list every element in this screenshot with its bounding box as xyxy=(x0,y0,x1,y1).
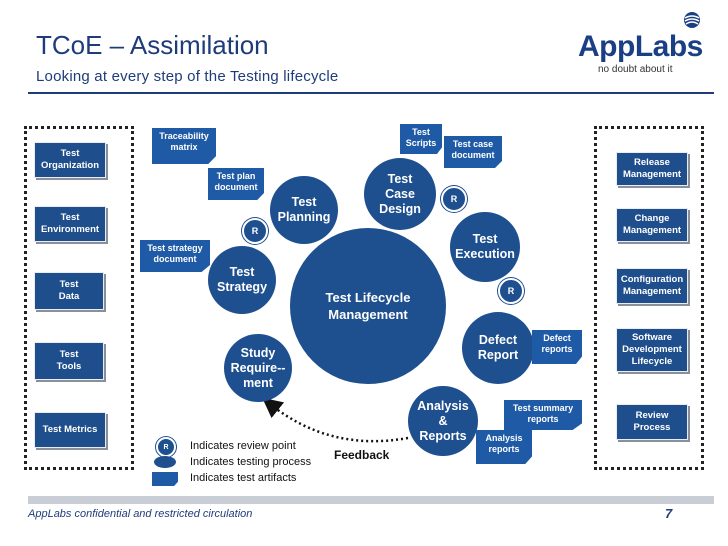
stage-study-requirement: Study Require--ment xyxy=(224,334,292,402)
legend-test-artifacts-label: Indicates test artifacts xyxy=(190,472,297,484)
stage-test-case-design: Test Case Design xyxy=(364,158,436,230)
stage-defect-report: Defect Report xyxy=(462,312,534,384)
artifact-analysis-reports: Analysis reports xyxy=(476,430,532,464)
applabs-logo: AppLabs xyxy=(578,30,703,63)
right-panel xyxy=(594,126,704,470)
right-item-sdlc: Software Development Lifecycle xyxy=(616,328,688,372)
footer-text: AppLabs confidential and restricted circ… xyxy=(28,508,253,520)
left-item-test-metrics: Test Metrics xyxy=(34,412,106,448)
logo-tagline: no doubt about it xyxy=(598,64,673,75)
legend-review-point-icon: R xyxy=(156,437,176,457)
artifact-test-scripts: Test Scripts xyxy=(400,124,442,154)
artifact-test-summary-reports: Test summary reports xyxy=(504,400,582,430)
stage-test-planning: Test Planning xyxy=(270,176,338,244)
stage-analysis-reports: Analysis & Reports xyxy=(408,386,478,456)
header-divider xyxy=(28,92,714,94)
artifact-test-plan-document: Test plan document xyxy=(208,168,264,200)
left-item-test-tools: Test Tools xyxy=(34,342,104,380)
legend-test-artifacts-icon xyxy=(152,472,178,486)
slide-subtitle: Looking at every step of the Testing lif… xyxy=(36,68,339,85)
left-panel xyxy=(24,126,134,470)
right-item-review-process: Review Process xyxy=(616,404,688,440)
test-lifecycle-management-circle: Test Lifecycle Management xyxy=(290,228,446,384)
legend-testing-process-label: Indicates testing process xyxy=(190,456,312,468)
artifact-test-strategy-document: Test strategy document xyxy=(140,240,210,272)
right-item-release-management: Release Management xyxy=(616,152,688,186)
left-item-test-organization: Test Organization xyxy=(34,142,106,178)
review-point-badge: R xyxy=(498,278,524,304)
right-item-configuration-management: Configuration Management xyxy=(616,268,688,304)
feedback-label: Feedback xyxy=(334,448,390,462)
review-point-badge: R xyxy=(441,186,467,212)
artifact-test-case-document: Test case document xyxy=(444,136,502,168)
artifact-traceability-matrix: Traceability matrix xyxy=(152,128,216,164)
slide-title: TCoE – Assimilation xyxy=(36,30,269,60)
review-point-badge: R xyxy=(242,218,268,244)
footer-bar xyxy=(28,496,714,504)
stage-test-strategy: Test Strategy xyxy=(208,246,276,314)
legend-review-point-label: Indicates review point xyxy=(190,440,296,452)
left-item-test-environment: Test Environment xyxy=(34,206,106,242)
legend-testing-process-icon xyxy=(154,456,176,468)
stage-test-execution: Test Execution xyxy=(450,212,520,282)
page-number: 7 xyxy=(665,506,673,521)
logo-swirl-icon xyxy=(684,12,700,28)
artifact-defect-reports: Defect reports xyxy=(532,330,582,364)
right-item-change-management: Change Management xyxy=(616,208,688,242)
left-item-test-data: Test Data xyxy=(34,272,104,310)
